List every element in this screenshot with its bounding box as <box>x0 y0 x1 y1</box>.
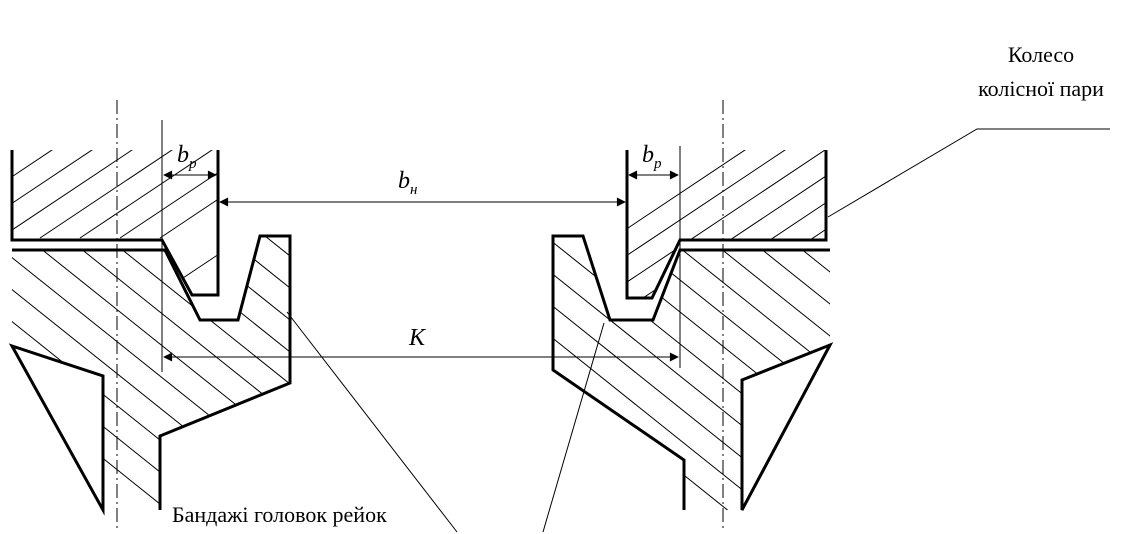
right-rail-hatch <box>553 236 830 510</box>
dim-subscript: p <box>653 156 662 172</box>
center-lines <box>116 100 724 532</box>
dim-label-k: K <box>408 325 427 351</box>
right-wheel-outline <box>625 150 828 300</box>
dim-symbol: b <box>642 142 654 168</box>
left-wheel-hatch <box>12 150 218 281</box>
left-rail-outline <box>8 234 292 516</box>
rail-heads-label: Бандажі головок рейок <box>172 502 387 527</box>
wheel-label-line1: Колесо <box>1008 42 1074 67</box>
dim-symbol: b <box>177 142 189 168</box>
dim-symbol: b <box>398 168 410 194</box>
right-rail-outline <box>551 234 834 511</box>
left-wheel-outline <box>10 150 220 297</box>
dim-label-bn: bн <box>398 168 417 198</box>
dim-label-bp-right: bp <box>642 142 662 172</box>
leader-lines <box>286 128 1110 533</box>
wheel-label-line2: колісної пари <box>978 76 1104 101</box>
dim-subscript: p <box>188 156 197 172</box>
dim-label-bp-left: bp <box>177 142 197 172</box>
dim-subscript: н <box>410 182 417 198</box>
extension-lines <box>161 120 681 372</box>
left-rail-hatch <box>12 236 290 510</box>
